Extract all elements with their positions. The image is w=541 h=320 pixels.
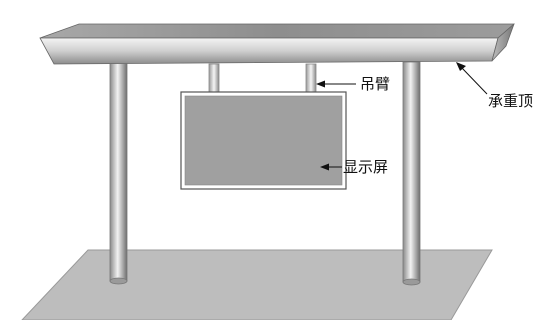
screen-label: 显示屏 [343, 158, 389, 176]
hanger-leader [316, 80, 356, 88]
right-hanger-arm [305, 63, 317, 95]
roof-end-face [491, 23, 515, 62]
roof-label: 承重顶 [488, 92, 534, 110]
left-hanger-arm [208, 63, 220, 95]
ground-slab [21, 249, 493, 320]
load-bearing-roof [39, 23, 516, 65]
right-pillar [402, 61, 421, 286]
roof-front-face [39, 37, 499, 65]
roof-top-face [39, 23, 516, 39]
left-pillar [109, 61, 128, 285]
screen-leader [320, 163, 342, 171]
display-screen [180, 91, 347, 190]
hanger-label: 吊臂 [360, 75, 391, 93]
roof-leader [456, 62, 488, 95]
